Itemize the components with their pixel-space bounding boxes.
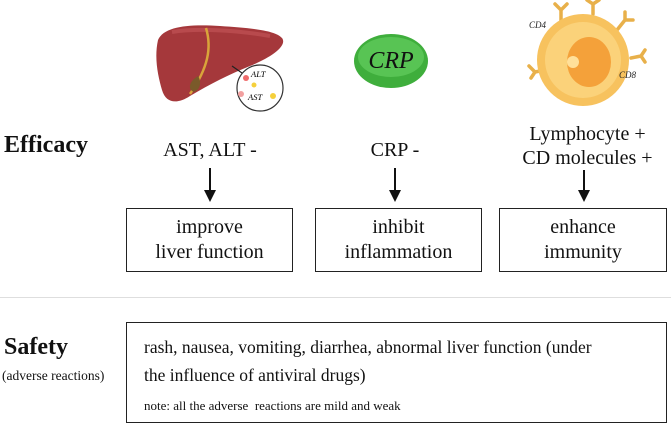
adverse-reactions-text: rash, nausea, vomiting, diarrhea, abnorm… bbox=[144, 337, 592, 385]
liver-marker-text: AST, ALT - bbox=[163, 139, 257, 161]
safety-title: Safety bbox=[4, 334, 68, 360]
lymphocyte-cell-icon: CD4 CD8 bbox=[527, 0, 647, 106]
section-divider bbox=[0, 297, 671, 298]
safety-box: rash, nausea, vomiting, diarrhea, abnorm… bbox=[126, 322, 667, 423]
crp-marker-text: CRP - bbox=[370, 139, 420, 161]
ast-label: AST bbox=[247, 92, 263, 102]
efficacy-title: Efficacy bbox=[4, 132, 88, 158]
liver-outcome-box: improve liver function bbox=[126, 208, 293, 272]
alt-label: ALT bbox=[250, 69, 267, 79]
cd8-label: CD8 bbox=[619, 70, 637, 80]
liver-arrow bbox=[204, 168, 216, 202]
crp-arrow bbox=[389, 168, 401, 202]
crp-outcome-box: inhibit inflammation bbox=[315, 208, 482, 272]
liver-icon: ALT AST bbox=[156, 25, 284, 112]
safety-note: note: all the adverse reactions are mild… bbox=[144, 398, 401, 413]
immune-arrow bbox=[578, 170, 590, 202]
cd4-label: CD4 bbox=[529, 20, 547, 30]
immune-marker-text: Lymphocyte + CD molecules + bbox=[522, 123, 653, 169]
crp-pill-label: CRP bbox=[368, 48, 414, 74]
crp-pill-icon: CRP bbox=[354, 34, 428, 88]
immune-outcome-box: enhance immunity bbox=[499, 208, 667, 272]
safety-subtitle: (adverse reactions) bbox=[2, 368, 105, 383]
